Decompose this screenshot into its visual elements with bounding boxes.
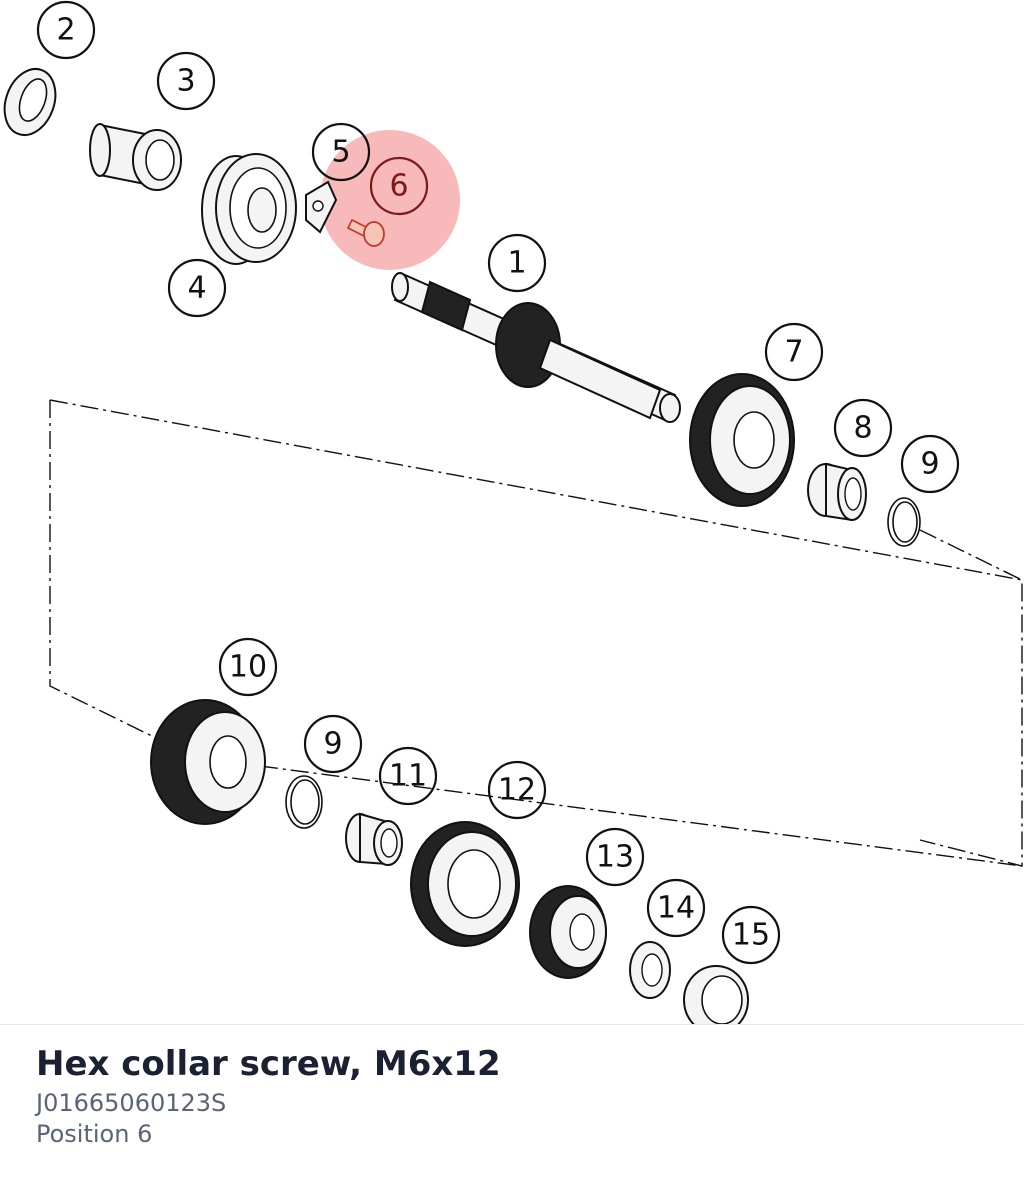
part-info-panel: Hex collar screw, M6x12 J01665060123S Po…: [36, 1040, 1004, 1150]
part-title: Hex collar screw, M6x12: [36, 1044, 501, 1084]
callout-1[interactable]: 1: [487, 233, 547, 293]
callout-11[interactable]: 11: [378, 746, 438, 806]
svg-text:2: 2: [56, 13, 75, 48]
callout-6[interactable]: 6: [369, 156, 429, 216]
assembly-axis-lower: [259, 765, 1023, 867]
callout-8[interactable]: 8: [833, 398, 893, 458]
svg-text:10: 10: [229, 650, 267, 685]
svg-text:3: 3: [176, 64, 195, 99]
part-bushing-3[interactable]: [89, 123, 182, 191]
part-main-shaft-1[interactable]: [391, 272, 681, 423]
svg-text:15: 15: [732, 918, 770, 953]
part-sleeve-8[interactable]: [807, 462, 867, 522]
part-gear-13[interactable]: [529, 885, 607, 979]
callout-9-upper[interactable]: 9: [900, 434, 960, 494]
part-washer-14[interactable]: [629, 941, 671, 999]
callout-15[interactable]: 15: [721, 905, 781, 965]
svg-text:7: 7: [784, 335, 803, 370]
exploded-parts-diagram: 2 3 5 6 1 4 7 8 9 10 9 11: [0, 0, 1023, 1024]
svg-text:9: 9: [323, 727, 342, 762]
highlight-marker[interactable]: [320, 130, 460, 270]
part-gear-10[interactable]: [150, 699, 266, 825]
callout-12[interactable]: 12: [487, 760, 547, 820]
part-position: Position 6: [36, 1120, 153, 1148]
part-bearing-4[interactable]: [201, 153, 297, 265]
callout-5[interactable]: 5: [311, 122, 371, 182]
assembly-axis-upper: [919, 529, 1023, 581]
svg-text:5: 5: [331, 135, 350, 170]
svg-text:6: 6: [389, 169, 408, 204]
svg-text:12: 12: [498, 773, 536, 808]
part-gear-7[interactable]: [689, 373, 795, 507]
callout-7[interactable]: 7: [764, 322, 824, 382]
callout-10[interactable]: 10: [218, 637, 278, 697]
svg-text:9: 9: [920, 447, 939, 482]
part-circlip-9-upper[interactable]: [887, 497, 921, 547]
part-circlip-9-lower[interactable]: [285, 775, 323, 829]
callout-9-lower[interactable]: 9: [303, 714, 363, 774]
callout-4[interactable]: 4: [167, 258, 227, 318]
part-gear-12[interactable]: [410, 821, 520, 947]
part-bearing-15[interactable]: [683, 965, 749, 1024]
callout-14[interactable]: 14: [646, 878, 706, 938]
part-washer-2[interactable]: [0, 62, 64, 142]
part-sleeve-11[interactable]: [345, 812, 403, 866]
svg-text:1: 1: [507, 246, 526, 281]
svg-text:4: 4: [187, 271, 206, 306]
svg-text:11: 11: [389, 759, 427, 794]
assembly-outline-top: [49, 399, 1023, 867]
section-divider: [0, 1024, 1024, 1025]
part-plate-5[interactable]: [305, 180, 338, 234]
callout-3[interactable]: 3: [156, 51, 216, 111]
svg-text:14: 14: [657, 891, 695, 926]
callout-13[interactable]: 13: [585, 827, 645, 887]
part-hex-collar-screw-6[interactable]: [346, 218, 385, 247]
part-number: J01665060123S: [36, 1089, 227, 1117]
assembly-outline: [49, 400, 161, 741]
svg-text:13: 13: [596, 840, 634, 875]
callout-2[interactable]: 2: [36, 0, 96, 60]
svg-text:8: 8: [853, 411, 872, 446]
